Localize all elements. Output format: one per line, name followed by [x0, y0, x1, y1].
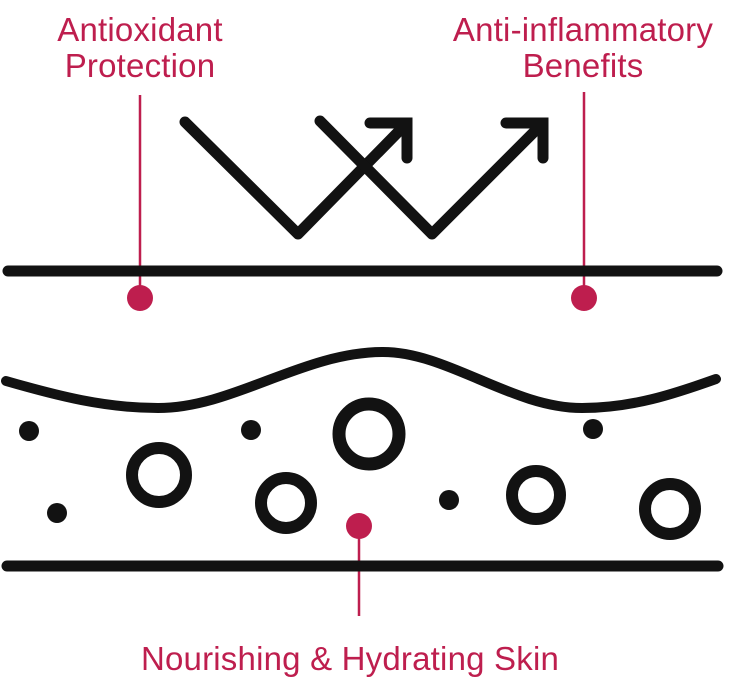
particle-dot	[47, 503, 67, 523]
pointer-dot-nourishing	[346, 513, 372, 539]
bubble-circle	[255, 472, 317, 534]
arrow-head-left	[364, 117, 413, 164]
skin-wave-line	[1, 346, 721, 414]
label-antioxidant-protection: Antioxidant Protection	[20, 12, 260, 84]
bubble-circle	[639, 478, 701, 540]
label-line: Benefits	[522, 47, 644, 84]
pointer-dot-antioxidant	[127, 285, 153, 311]
bubble-circle	[506, 465, 566, 525]
particle-dot	[583, 419, 603, 439]
arrow-shaft-left	[179, 116, 413, 240]
label-line: Antioxidant	[57, 11, 223, 48]
particle-dots	[19, 419, 603, 523]
label-line: Anti-inflammatory	[452, 11, 714, 48]
pointer-dot-anti-inflammatory	[571, 285, 597, 311]
arrow-shaft-right	[314, 115, 549, 240]
label-nourishing-hydrating-skin: Nourishing & Hydrating Skin	[50, 641, 650, 677]
particle-dot	[439, 490, 459, 510]
bubble-circle	[332, 397, 406, 471]
callout-pointer-dots	[127, 285, 597, 539]
particle-dot	[19, 421, 39, 441]
label-line: Protection	[64, 47, 216, 84]
label-anti-inflammatory-benefits: Anti-inflammatory Benefits	[403, 12, 750, 84]
bubble-circle	[126, 442, 192, 508]
particle-dot	[241, 420, 261, 440]
label-line: Nourishing & Hydrating Skin	[140, 640, 560, 677]
arrow-head-right	[500, 117, 549, 164]
callout-connector-lines	[138, 92, 586, 616]
bounce-deflect-arrows-icon	[179, 115, 549, 240]
nutrient-bubble-circles	[126, 397, 701, 540]
